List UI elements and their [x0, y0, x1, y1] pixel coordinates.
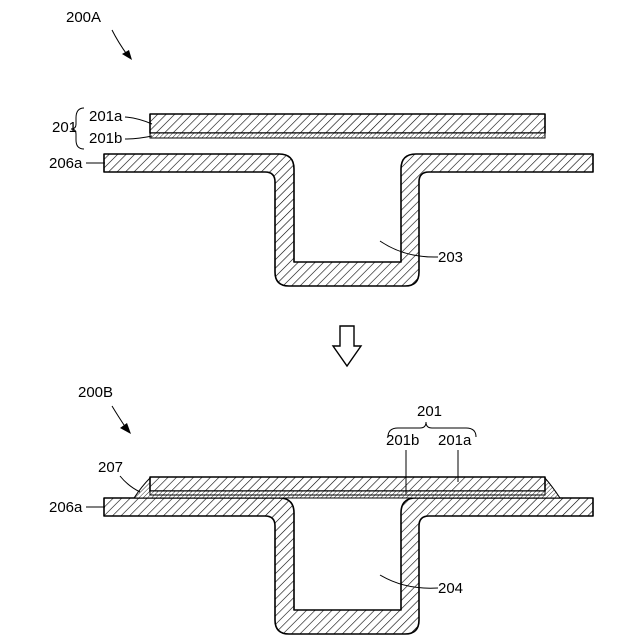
- film-bottom-leader: [125, 136, 152, 139]
- down-arrow-icon: [333, 326, 361, 366]
- flange-label: 206a: [49, 155, 83, 172]
- tray-cross-section: [104, 154, 593, 286]
- film-layer-201b: [150, 133, 545, 138]
- film-layer-201a: [150, 114, 545, 133]
- film-top-label: 201a: [89, 108, 123, 125]
- film-top-label-b: 201a: [438, 432, 472, 449]
- figure-a-arrowhead: [122, 50, 132, 60]
- sealant-label: 207: [98, 459, 123, 476]
- figure-b-label: 200B: [78, 384, 113, 401]
- cavity-label-b: 204: [438, 580, 463, 597]
- figure-b-arrowhead: [120, 423, 131, 434]
- film-bottom-label: 201b: [89, 130, 122, 147]
- film-label: 201: [52, 119, 77, 136]
- figure-a: 200A 201 201a 201b 206a 203: [49, 9, 593, 286]
- film-layer-201a-sealed: [150, 477, 545, 491]
- film-label-b: 201: [417, 403, 442, 420]
- tray-cross-section-sealed: [104, 498, 593, 634]
- figure-b: 200B 201 201b 201a 207 206a 204: [49, 384, 593, 634]
- flange-label-b: 206a: [49, 499, 83, 516]
- film-top-leader: [125, 117, 152, 124]
- sealant-leader: [120, 476, 140, 492]
- film-brace: [71, 108, 84, 149]
- film-layer-201b-sealed: [150, 491, 545, 495]
- film-bottom-label-b: 201b: [386, 432, 419, 449]
- figure-b-arrow-line: [112, 406, 126, 428]
- cavity-label: 203: [438, 249, 463, 266]
- figure-a-label: 200A: [66, 9, 101, 26]
